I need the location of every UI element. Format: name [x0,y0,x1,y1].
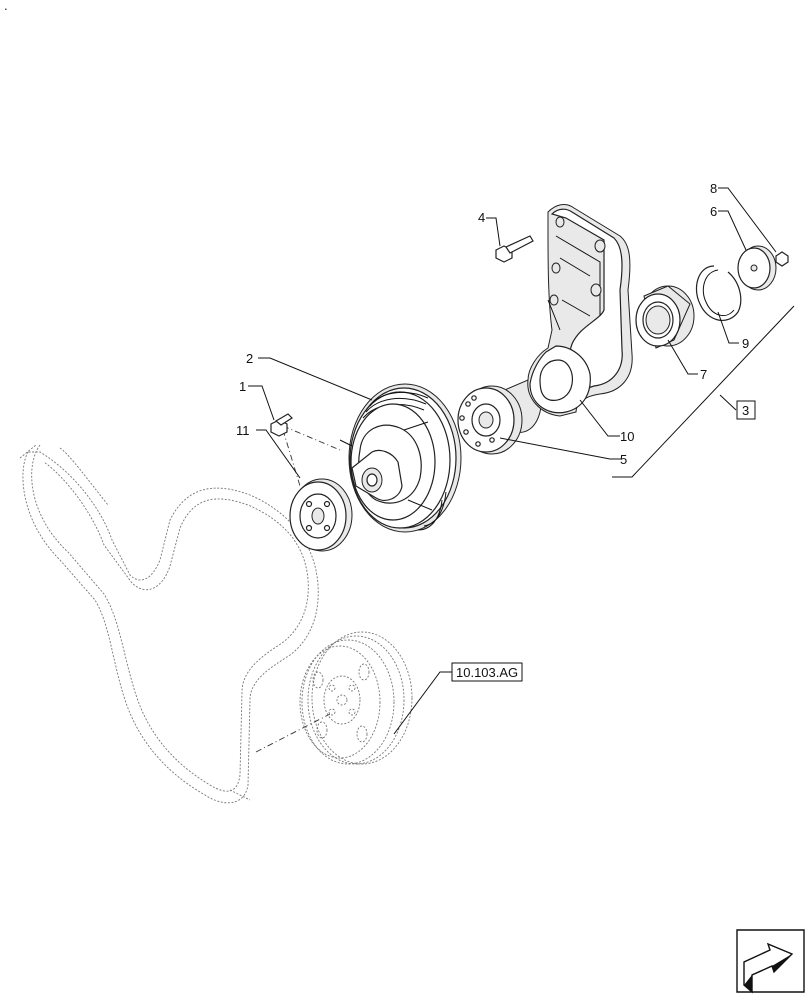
screw-part-8 [775,251,789,267]
leader-lines [248,187,795,735]
drive-belt [19,444,319,804]
reference-box[interactable]: 10.103.AG [451,662,523,682]
callout-3-box: 3 [736,400,756,420]
bearing-part-7 [635,285,695,349]
cover-part-6 [737,245,777,291]
callout-1: 1 [239,379,246,394]
callout-9: 9 [742,336,749,351]
callout-4: 4 [478,210,485,225]
bracket-part-10 [527,204,633,417]
corner-mark: . [4,0,8,13]
crank-axis-line [255,713,331,753]
fan-drive-pulley-part-2 [339,383,462,533]
callout-11: 11 [236,423,250,438]
bolt-part-4 [495,235,534,263]
flange-part-11 [289,478,353,552]
callout-8: 8 [710,181,717,196]
callout-6: 6 [710,204,717,219]
callout-3: 3 [742,403,749,418]
bolt-axis-line [282,425,341,487]
callout-5: 5 [620,452,627,467]
callout-2: 2 [246,351,253,366]
navigation-arrow-icon[interactable] [736,929,805,994]
callout-7: 7 [700,367,707,382]
snap-ring-part-9 [695,265,742,321]
bolt-part-1 [270,413,293,437]
crankshaft-pulley [299,631,413,765]
callout-10: 10 [620,429,634,444]
reference-label: 10.103.AG [456,665,518,680]
